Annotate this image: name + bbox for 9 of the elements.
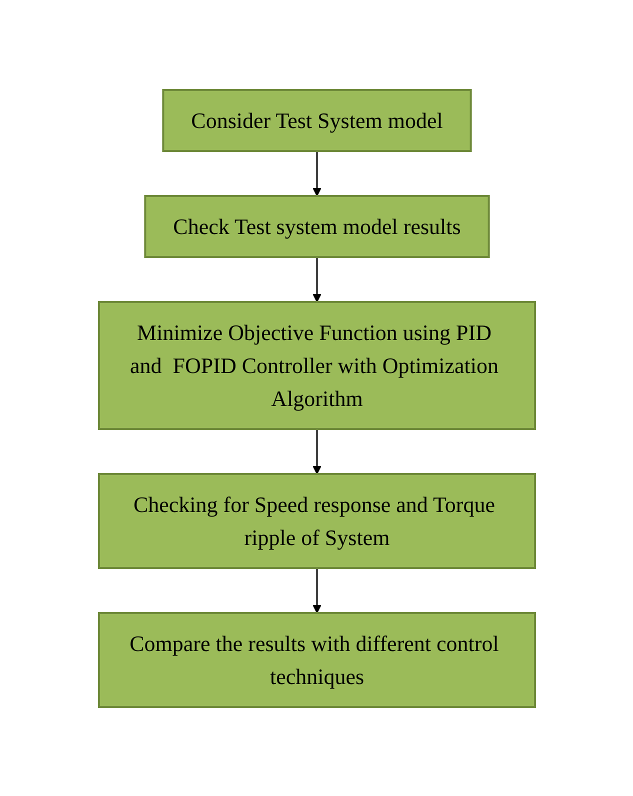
arrow <box>312 256 321 302</box>
arrow <box>312 150 321 196</box>
node-box: Compare the results with different control techniques <box>98 612 536 708</box>
node-box: Minimize Objective Function using PID and FOPID Controller with Optimization Algorithm <box>98 300 536 430</box>
arrow <box>312 568 321 613</box>
node-box: Consider Test System model <box>162 88 472 152</box>
node-box: Check Test system model results <box>144 194 490 258</box>
node-box: Checking for Speed response and Torque ripple of System <box>98 472 536 568</box>
arrow <box>312 428 321 474</box>
